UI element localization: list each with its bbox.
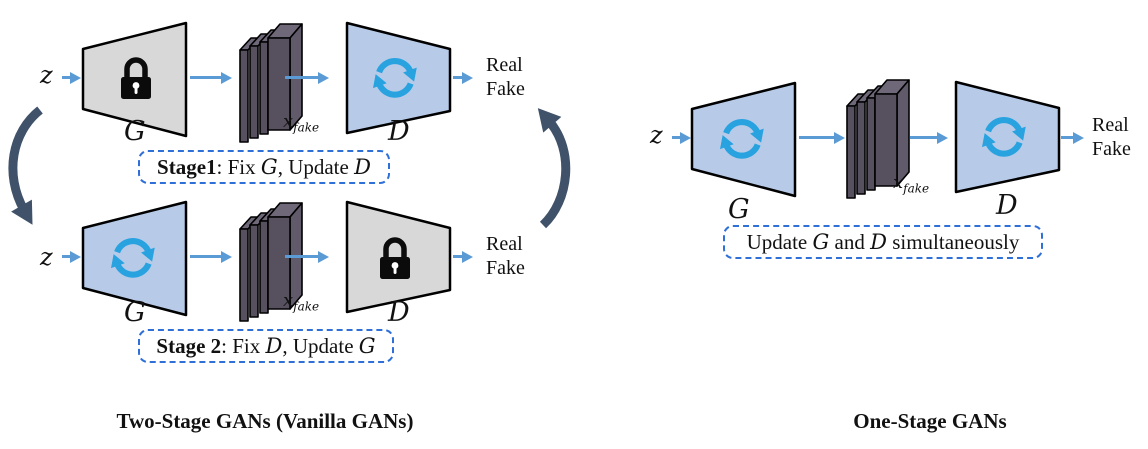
stage2-xfake-label: xfake bbox=[283, 290, 319, 314]
stage2-output-arrow bbox=[453, 255, 463, 258]
stage2-output-text: Real Fake bbox=[486, 232, 525, 280]
stage1-output-arrow bbox=[453, 76, 463, 79]
one-stage-feature-stack bbox=[846, 79, 910, 199]
one-stage-generator-trapezoid bbox=[690, 81, 797, 198]
one-stage-output-arrow bbox=[1061, 136, 1074, 139]
one-stage-text-2: and bbox=[829, 229, 871, 254]
stage1-label-box: Stage1: Fix G, Update D bbox=[138, 150, 390, 184]
xfake-sub: fake bbox=[293, 299, 320, 314]
one-stage-xfake-label: xfake bbox=[893, 172, 929, 196]
stage2-text-1: : Fix bbox=[221, 333, 266, 358]
one-stage-generator-label: G bbox=[728, 194, 750, 225]
one-stage-text-3: simultaneously bbox=[886, 229, 1020, 254]
real-label: Real bbox=[1092, 114, 1129, 136]
xfake-sub: fake bbox=[293, 120, 320, 135]
stage2-generator-label: G bbox=[124, 297, 146, 328]
stage2-text-2: , Update bbox=[282, 333, 359, 358]
stage2-discriminator-label: D bbox=[388, 297, 410, 328]
stage1-x-to-d-arrow bbox=[285, 76, 319, 79]
stage1-discriminator-trapezoid bbox=[345, 21, 452, 135]
one-stage-g-to-x-arrow bbox=[799, 136, 835, 139]
one-stage-label-box: Update G and D simultaneously bbox=[723, 225, 1043, 259]
stage1-latent-z-label: z bbox=[40, 61, 53, 89]
stage1-text-2: , Update bbox=[277, 154, 355, 179]
stage1-fix-net: G bbox=[260, 155, 278, 179]
stage1-bold-text: Stage1 bbox=[157, 154, 217, 179]
one-stage-latent-z-label: z bbox=[650, 121, 663, 149]
stage1-xfake-label: xfake bbox=[283, 111, 319, 135]
one-stage-discriminator-trapezoid bbox=[954, 80, 1061, 194]
stage1-output-text: Real Fake bbox=[486, 53, 525, 101]
one-stage-discriminator-label: D bbox=[996, 190, 1018, 221]
stage2-x-to-d-arrow bbox=[285, 255, 319, 258]
two-stage-caption: Two-Stage GANs (Vanilla GANs) bbox=[116, 409, 414, 433]
fake-label: Fake bbox=[1092, 138, 1131, 160]
loop-arrow-up-icon bbox=[537, 108, 571, 229]
real-label: Real bbox=[486, 233, 523, 255]
stage2-generator-trapezoid bbox=[81, 200, 188, 317]
stage1-generator-trapezoid bbox=[81, 21, 188, 138]
one-stage-text-1: Update bbox=[746, 229, 813, 254]
stage2-label-box: Stage 2: Fix D, Update G bbox=[138, 329, 394, 363]
cycle-icon bbox=[111, 238, 155, 278]
stage2-latent-z-label: z bbox=[40, 243, 53, 271]
stage2-z-arrow bbox=[62, 255, 71, 258]
fake-label: Fake bbox=[486, 78, 525, 100]
one-stage-output-text: Real Fake bbox=[1092, 113, 1131, 161]
xfake-base: x bbox=[283, 290, 294, 311]
one-stage-net-2: D bbox=[870, 230, 887, 254]
stage1-z-arrow bbox=[62, 76, 71, 79]
xfake-base: x bbox=[893, 172, 904, 193]
cycle-icon bbox=[373, 58, 417, 98]
stage1-text-1: : Fix bbox=[216, 154, 261, 179]
one-stage-x-to-d-arrow bbox=[910, 136, 938, 139]
cycle-icon bbox=[720, 119, 764, 159]
stage2-g-to-x-arrow bbox=[190, 255, 222, 258]
stage1-g-to-x-arrow bbox=[190, 76, 222, 79]
cycle-icon bbox=[982, 117, 1026, 157]
stage2-update-net: G bbox=[358, 334, 376, 358]
stage1-feature-stack bbox=[239, 23, 303, 143]
loop-arrow-down-icon bbox=[8, 106, 43, 225]
xfake-base: x bbox=[283, 111, 294, 132]
stage2-bold-text: Stage 2 bbox=[156, 333, 222, 358]
xfake-sub: fake bbox=[903, 181, 930, 196]
lock-icon bbox=[380, 237, 410, 279]
one-stage-caption: One-Stage GANs bbox=[853, 409, 1007, 433]
one-stage-z-arrow bbox=[672, 136, 681, 139]
stage2-discriminator-trapezoid bbox=[345, 200, 452, 314]
real-label: Real bbox=[486, 54, 523, 76]
stage1-update-net: D bbox=[354, 155, 371, 179]
stage1-discriminator-label: D bbox=[388, 116, 410, 147]
stage2-fix-net: D bbox=[265, 334, 283, 358]
fake-label: Fake bbox=[486, 257, 525, 279]
lock-icon bbox=[121, 57, 151, 99]
stage1-generator-label: G bbox=[124, 116, 146, 147]
one-stage-net-1: G bbox=[812, 230, 830, 254]
